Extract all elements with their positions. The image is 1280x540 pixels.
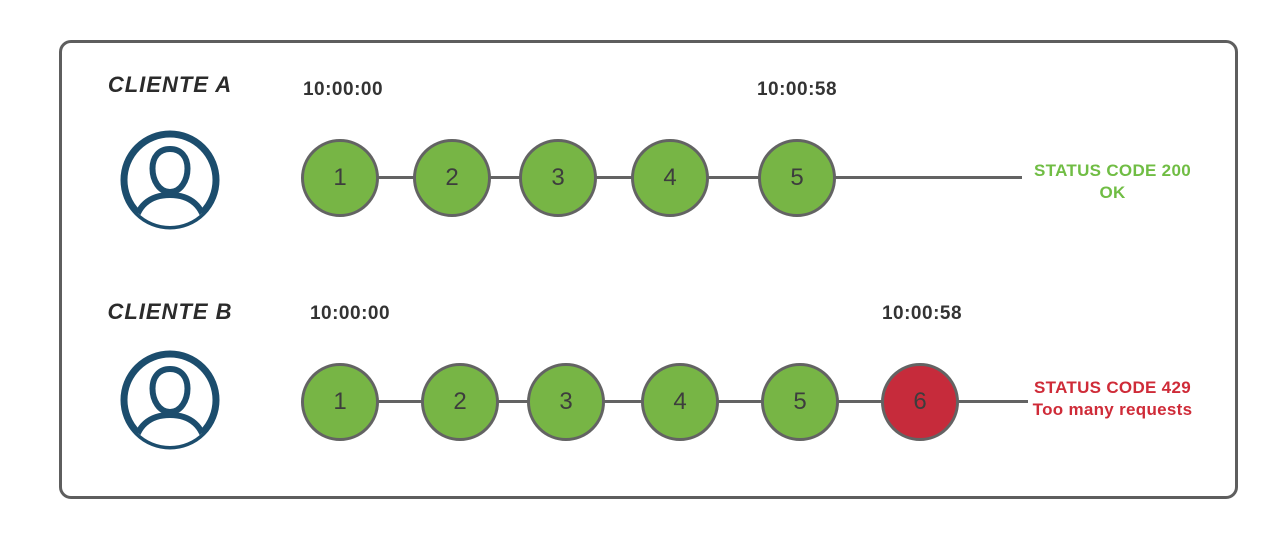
request-circle: 2	[421, 363, 499, 441]
request-circle: 5	[761, 363, 839, 441]
request-circle: 3	[519, 139, 597, 217]
diagram-frame	[59, 40, 1238, 499]
client-a-label: CLIENTE A	[107, 72, 233, 97]
status-a-code: STATUS CODE 200	[1034, 161, 1191, 180]
status-b: STATUS CODE 429 Too many requests	[1025, 377, 1200, 421]
status-a-message: OK	[1099, 183, 1126, 202]
request-circle: 4	[631, 139, 709, 217]
client-b-label: CLIENTE B	[107, 299, 233, 324]
status-b-code: STATUS CODE 429	[1034, 378, 1191, 397]
timestamp-b-end: 10:00:58	[881, 303, 963, 324]
user-avatar-icon-a	[118, 128, 222, 232]
request-circle: 6	[881, 363, 959, 441]
status-b-message: Too many requests	[1032, 400, 1193, 419]
request-circle: 5	[758, 139, 836, 217]
request-circle: 1	[301, 139, 379, 217]
user-avatar-icon-b	[118, 348, 222, 452]
status-a: STATUS CODE 200 OK	[1025, 160, 1200, 204]
timestamp-b-start: 10:00:00	[309, 303, 391, 324]
request-circle: 1	[301, 363, 379, 441]
request-circle: 4	[641, 363, 719, 441]
request-circle: 2	[413, 139, 491, 217]
request-circle: 3	[527, 363, 605, 441]
timestamp-a-end: 10:00:58	[756, 79, 838, 100]
timestamp-a-start: 10:00:00	[302, 79, 384, 100]
